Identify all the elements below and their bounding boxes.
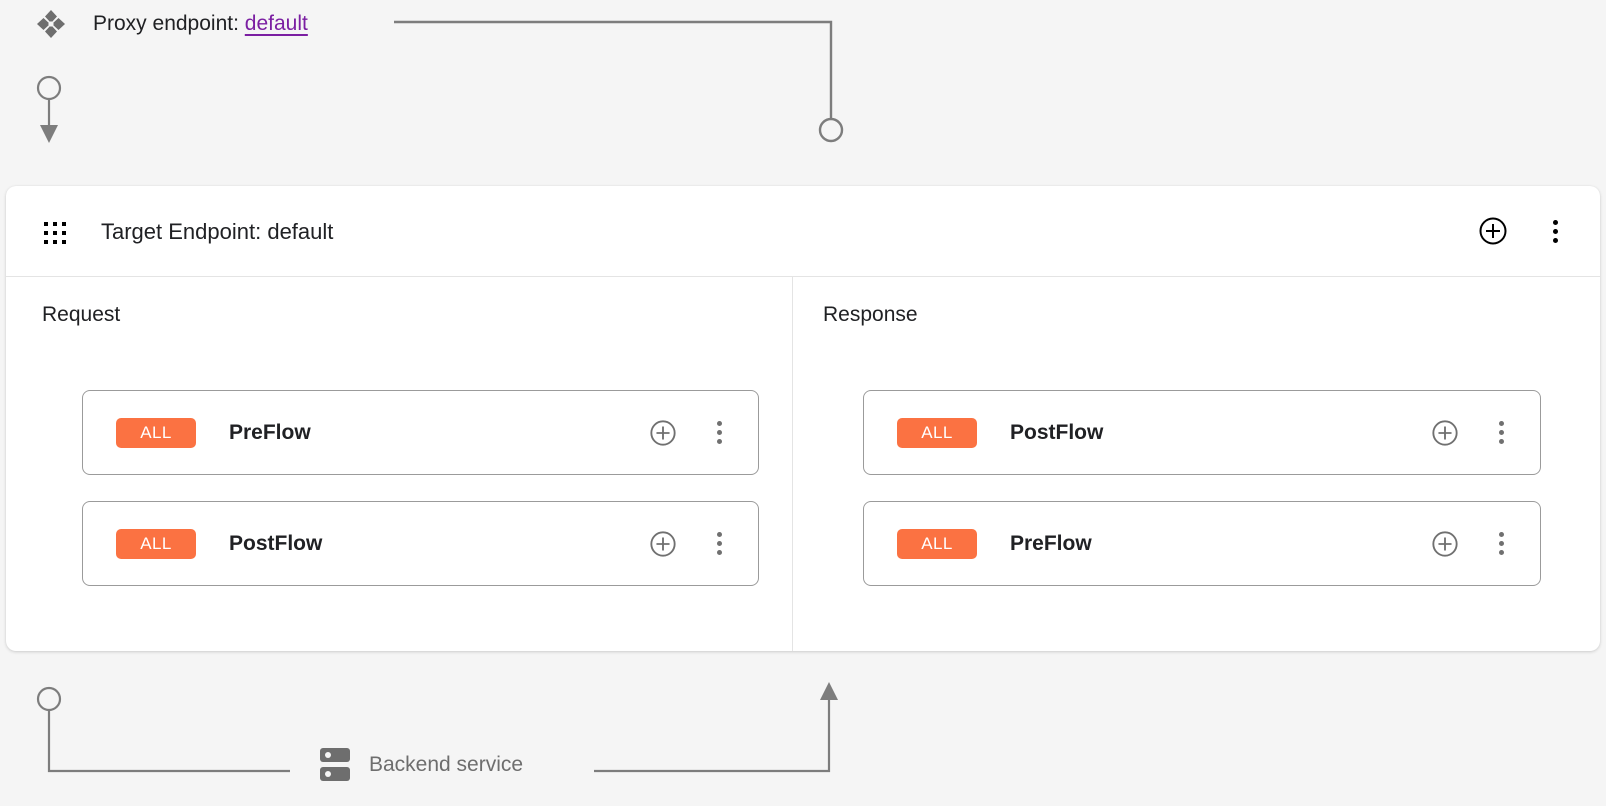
more-options-icon[interactable] bbox=[702, 416, 736, 450]
more-options-icon[interactable] bbox=[702, 527, 736, 561]
proxy-endpoint-row: Proxy endpoint: default bbox=[0, 0, 1606, 48]
request-flow-list: ALL PreFlow bbox=[82, 390, 759, 612]
flow-row-actions bbox=[646, 416, 736, 450]
response-column: Response ALL PostFlow bbox=[792, 277, 1600, 651]
backend-service-label: Backend service bbox=[369, 753, 524, 776]
status-badge: ALL bbox=[897, 528, 977, 559]
response-flow-list: ALL PostFlow bbox=[863, 390, 1541, 612]
status-badge: ALL bbox=[116, 528, 196, 559]
proxy-endpoint-title: Proxy endpoint: default bbox=[93, 9, 308, 39]
response-column-title: Response bbox=[823, 303, 918, 326]
proxy-endpoint-link[interactable]: default bbox=[244, 12, 308, 35]
proxy-endpoint-label: Proxy endpoint: bbox=[93, 12, 239, 35]
add-icon[interactable] bbox=[646, 416, 680, 450]
target-endpoint-header: Target Endpoint: default bbox=[6, 186, 1600, 277]
flow-row[interactable]: ALL PostFlow bbox=[82, 501, 759, 586]
more-options-icon[interactable] bbox=[1538, 214, 1572, 248]
request-column: Request ALL PreFlow bbox=[6, 277, 791, 651]
apps-grid-icon bbox=[44, 222, 66, 244]
request-column-title: Request bbox=[42, 303, 121, 326]
server-icon bbox=[320, 748, 350, 782]
target-endpoint-title: Target Endpoint: default bbox=[101, 219, 334, 244]
flow-columns: Request ALL PreFlow bbox=[6, 277, 1600, 651]
target-endpoint-actions bbox=[1476, 214, 1572, 248]
backend-service[interactable]: Backend service bbox=[320, 748, 523, 782]
target-endpoint-card: Target Endpoint: default Request ALL Pre… bbox=[6, 186, 1600, 651]
add-icon[interactable] bbox=[1428, 527, 1462, 561]
flow-name: PreFlow bbox=[1010, 531, 1092, 555]
flow-row-actions bbox=[646, 527, 736, 561]
diamond-cluster-icon bbox=[36, 9, 66, 39]
status-badge: ALL bbox=[897, 417, 977, 448]
more-options-icon[interactable] bbox=[1484, 416, 1518, 450]
flow-row[interactable]: ALL PreFlow bbox=[82, 390, 759, 475]
flow-name: PostFlow bbox=[229, 531, 323, 555]
add-icon[interactable] bbox=[646, 527, 680, 561]
status-badge: ALL bbox=[116, 417, 196, 448]
flow-name: PreFlow bbox=[229, 420, 311, 444]
flow-row[interactable]: ALL PostFlow bbox=[863, 390, 1541, 475]
more-options-icon[interactable] bbox=[1484, 527, 1518, 561]
flow-name: PostFlow bbox=[1010, 420, 1104, 444]
add-icon[interactable] bbox=[1476, 214, 1510, 248]
add-icon[interactable] bbox=[1428, 416, 1462, 450]
flow-row-actions bbox=[1428, 527, 1518, 561]
flow-row[interactable]: ALL PreFlow bbox=[863, 501, 1541, 586]
flow-row-actions bbox=[1428, 416, 1518, 450]
